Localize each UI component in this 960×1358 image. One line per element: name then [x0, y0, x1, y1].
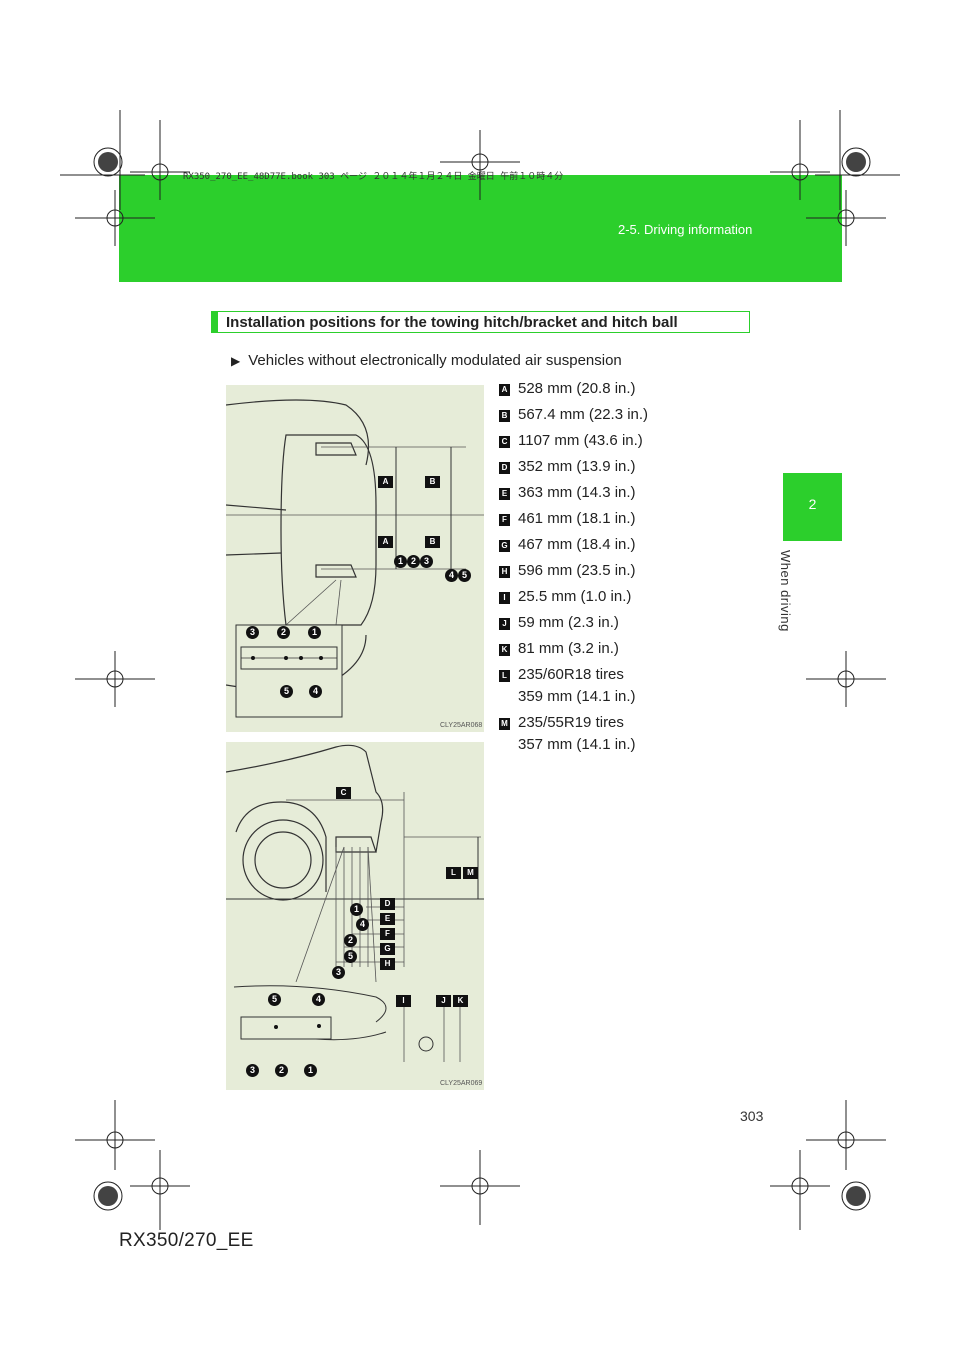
label-g: G	[380, 938, 395, 956]
top-view-diagram	[225, 399, 484, 718]
side-callout-2: 2	[344, 930, 357, 948]
side-callout-3: 3	[332, 962, 345, 980]
heading-accent	[212, 312, 218, 332]
label-d: D	[380, 893, 395, 911]
figure-code-top: CLY25AR068	[440, 722, 483, 729]
model-code: RX350/270_EE	[119, 1230, 254, 1251]
chapter-tab	[783, 473, 842, 541]
label-a-2: A	[378, 531, 393, 549]
label-b-1: B	[425, 471, 440, 489]
section-heading: Installation positions for the towing hi…	[211, 311, 750, 333]
label-b-2: B	[425, 531, 440, 549]
chapter-number: 2	[808, 496, 817, 512]
inset-side-callout-4: 4	[312, 989, 325, 1007]
label-e: E	[380, 908, 395, 926]
side-view-diagram	[225, 744, 484, 1082]
side-callout-5: 5	[344, 946, 357, 964]
inset-side-callout-5: 5	[268, 989, 281, 1007]
variant-line: ▶ Vehicles without electronically modulat…	[231, 352, 622, 369]
figure-code-side: CLY25AR069	[440, 1080, 483, 1087]
label-h: H	[380, 953, 395, 971]
side-callout-4: 4	[356, 914, 369, 932]
label-c: C	[336, 782, 351, 800]
label-f: F	[380, 923, 395, 941]
section-title: 2-5. Driving information	[618, 222, 753, 237]
label-a-1: A	[378, 471, 393, 489]
heading-text: Installation positions for the towing hi…	[226, 314, 678, 331]
book-meta: RX350_270_EE_48D77E.book 303 ページ ２０１４年１月…	[183, 172, 564, 182]
triangle-bullet-icon: ▶	[231, 354, 241, 368]
label-i: I	[396, 990, 411, 1008]
chapter-label: When driving	[778, 550, 793, 632]
page-number: 303	[740, 1108, 764, 1124]
side-callout-1: 1	[350, 899, 363, 917]
variant-text: Vehicles without electronically modulate…	[248, 352, 622, 369]
